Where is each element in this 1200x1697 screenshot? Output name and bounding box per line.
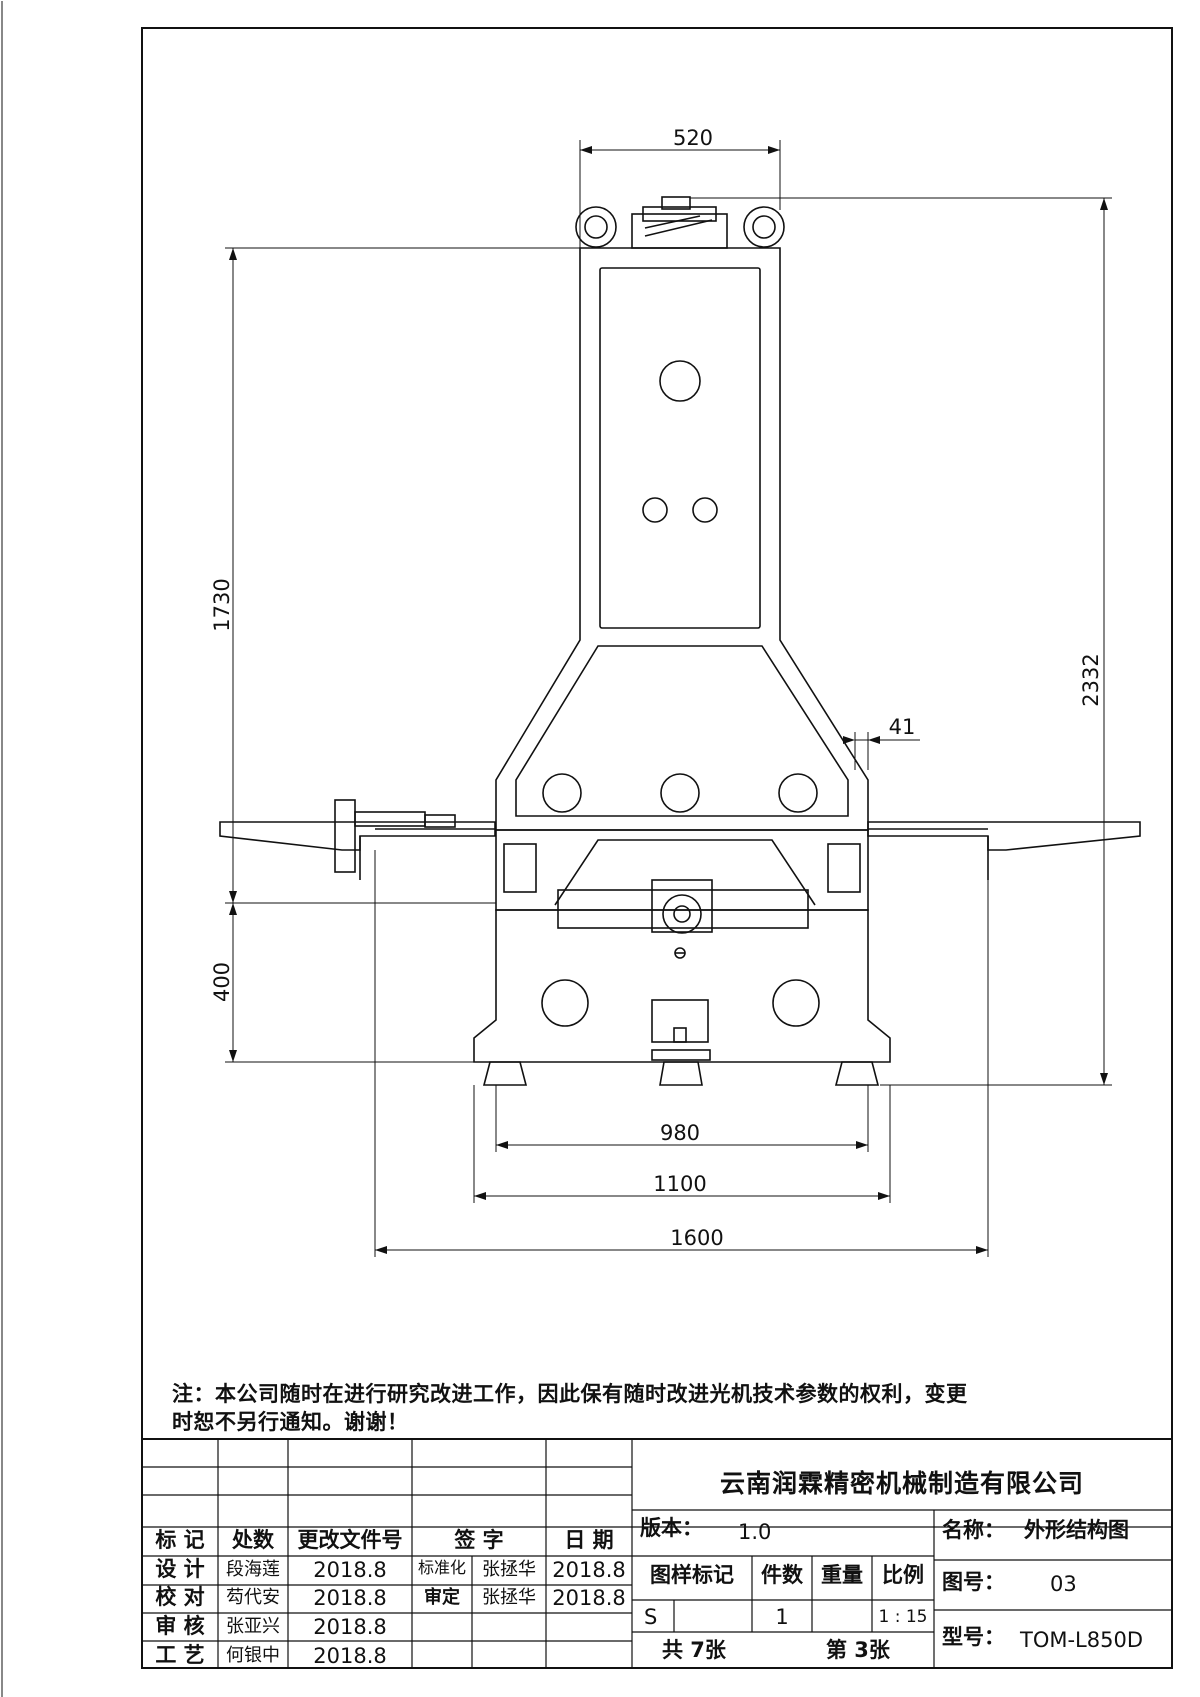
role-check: 校 对 xyxy=(155,1585,205,1609)
date-approval: 2018.8 xyxy=(552,1586,626,1610)
role-review: 审 核 xyxy=(155,1614,205,1638)
pattern-value: S xyxy=(644,1605,658,1629)
sheet-number: 第 3张 xyxy=(826,1638,890,1662)
name-value: 外形结构图 xyxy=(1024,1518,1129,1542)
disclaimer-note: 注：本公司随时在进行研究改进工作，因此保有随时改进光机技术参数的权利，变更 时恕… xyxy=(172,1380,1167,1436)
date-standardization: 2018.8 xyxy=(552,1558,626,1582)
lifting-eye-right xyxy=(743,206,785,248)
weight-label: 重量 xyxy=(821,1563,863,1587)
name-approval: 张拯华 xyxy=(482,1587,536,1608)
name-label: 名称： xyxy=(942,1518,1005,1542)
model-label: 型号： xyxy=(942,1625,1005,1649)
pattern-mark-label: 图样标记 xyxy=(650,1563,734,1587)
model-value: TOM-L850D xyxy=(1020,1628,1144,1652)
date-check: 2018.8 xyxy=(313,1586,387,1610)
leveling-feet xyxy=(482,1061,880,1086)
bed xyxy=(473,909,891,1063)
quantity-label: 件数 xyxy=(761,1563,803,1587)
saddle-base xyxy=(495,829,869,934)
scale-label: 比例 xyxy=(882,1563,924,1587)
dim-inner-width: 980 xyxy=(660,1121,700,1145)
note-line-2: 时恕不另行通知。谢谢！ xyxy=(172,1410,409,1434)
dim-foot-width: 1100 xyxy=(653,1172,706,1196)
quantity-value: 1 xyxy=(775,1605,789,1629)
top-motor-block xyxy=(631,196,728,249)
drawing-no-label: 图号： xyxy=(942,1570,1005,1594)
dim-overall-width: 1600 xyxy=(670,1226,723,1250)
name-process: 何银中 xyxy=(226,1645,280,1666)
title-block-frame xyxy=(141,1438,1173,1669)
dim-top-width: 520 xyxy=(673,126,713,150)
date-process: 2018.8 xyxy=(313,1644,387,1668)
scale-value: 1 : 15 xyxy=(878,1607,928,1627)
company-name: 云南润霖精密机械制造有限公司 xyxy=(719,1469,1084,1498)
dim-overall-height: 2332 xyxy=(1079,653,1103,706)
header-signature: 签 字 xyxy=(454,1528,504,1552)
name-review: 张亚兴 xyxy=(226,1616,280,1637)
header-date: 日 期 xyxy=(564,1528,614,1552)
role-design: 设 计 xyxy=(155,1557,205,1581)
dim-column-height: 1730 xyxy=(210,578,234,631)
lifting-eye-left xyxy=(575,206,617,248)
dim-offset: 41 xyxy=(889,715,916,739)
version-label: 版本： xyxy=(640,1516,703,1540)
header-places: 处数 xyxy=(232,1528,274,1552)
header-change-doc: 更改文件号 xyxy=(297,1528,403,1552)
date-review: 2018.8 xyxy=(313,1615,387,1639)
role-standardization: 标准化 xyxy=(417,1558,466,1577)
role-process: 工 艺 xyxy=(155,1643,205,1667)
name-standardization: 张拯华 xyxy=(482,1559,536,1580)
name-design: 段海莲 xyxy=(226,1559,280,1580)
version-value: 1.0 xyxy=(738,1520,772,1544)
dim-base-height: 400 xyxy=(210,962,234,1002)
header-mark: 标 记 xyxy=(155,1528,205,1552)
role-approval: 审定 xyxy=(424,1587,460,1608)
column xyxy=(495,247,869,831)
work-table xyxy=(219,799,1141,880)
name-check: 芶代安 xyxy=(226,1587,280,1608)
note-line-1: 注：本公司随时在进行研究改进工作，因此保有随时改进光机技术参数的权利，变更 xyxy=(172,1382,968,1406)
drawing-no-value: 03 xyxy=(1050,1572,1077,1596)
sheets-total: 共 7张 xyxy=(662,1638,726,1662)
date-design: 2018.8 xyxy=(313,1558,387,1582)
